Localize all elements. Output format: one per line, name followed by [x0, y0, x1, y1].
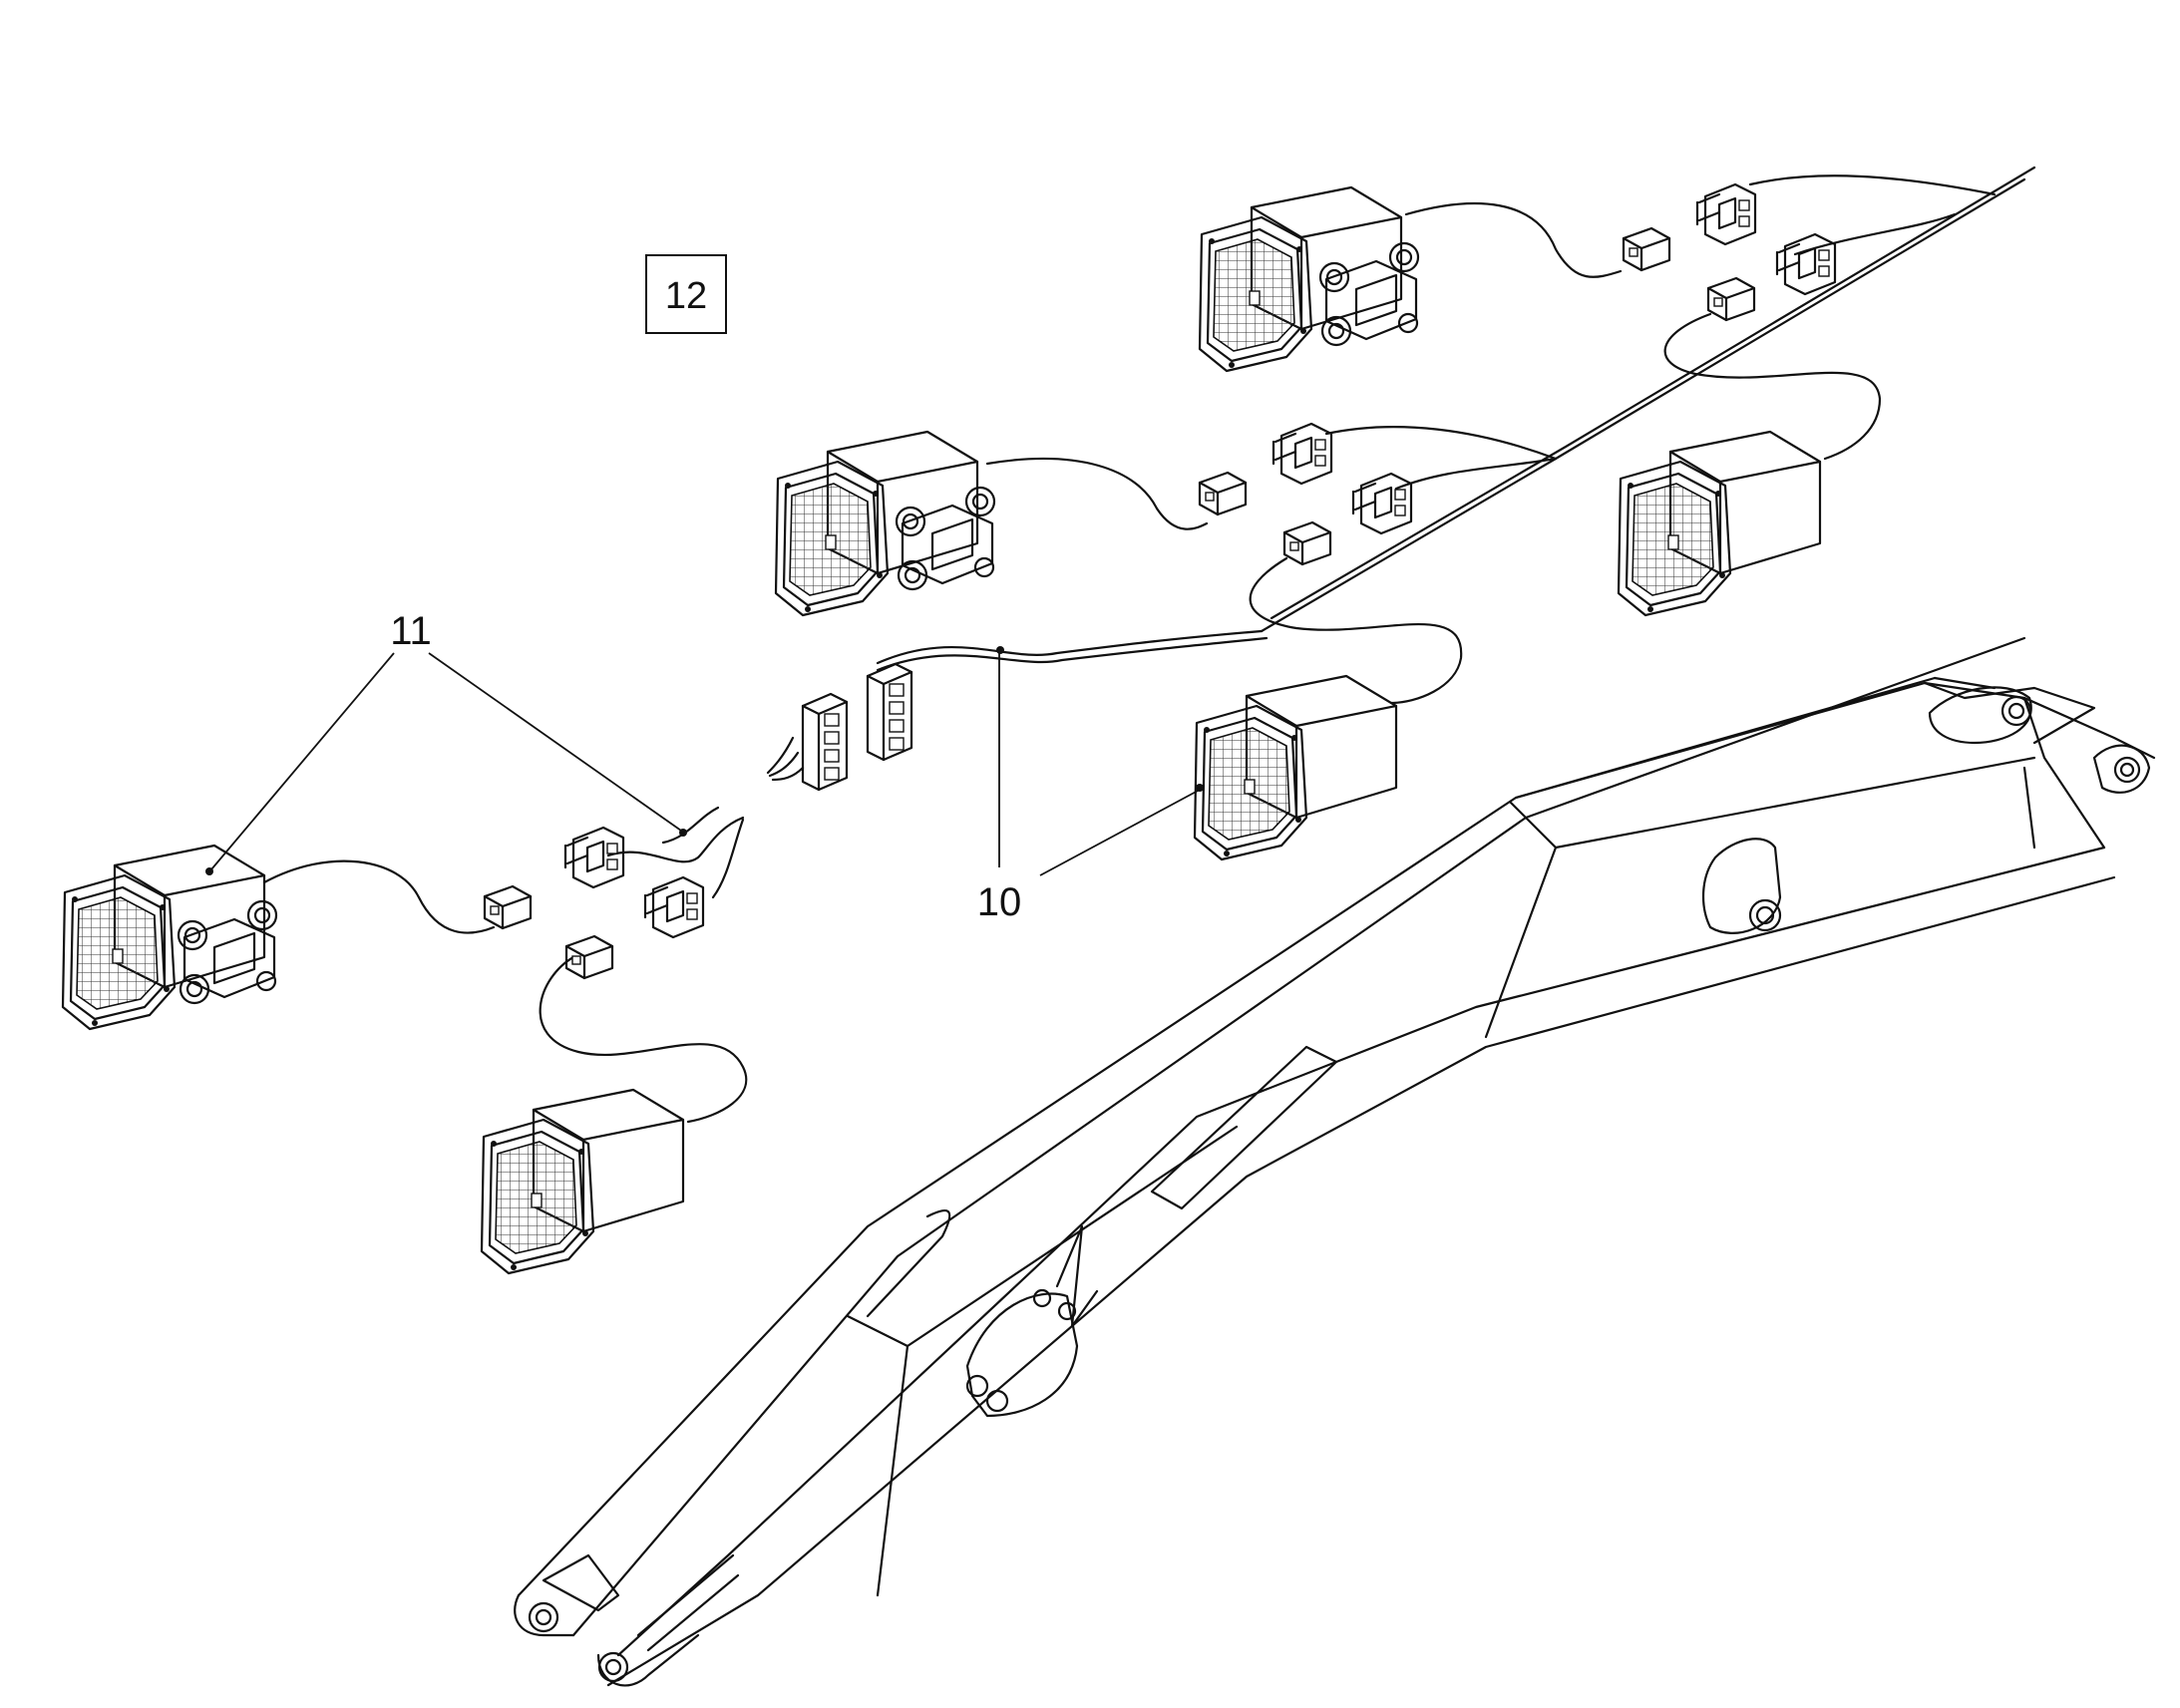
connector-2way — [1272, 422, 1333, 486]
junction-dot — [996, 646, 1004, 654]
work-lamp-11 — [61, 844, 278, 1031]
connectors — [483, 182, 1837, 980]
harness-wires — [262, 166, 2036, 1124]
connector-4pin — [801, 692, 849, 792]
connector-plug — [564, 934, 614, 980]
boom-arm — [514, 636, 2156, 1687]
work-lamp-right — [1617, 430, 1822, 617]
callout-10: 10 — [977, 880, 1022, 924]
work-lamp-top — [1198, 185, 1420, 373]
connector-plug — [1706, 276, 1756, 322]
connector-2way — [1695, 182, 1757, 246]
reference-box-label: 12 — [665, 275, 707, 317]
callout-11: 11 — [390, 609, 432, 653]
connector-2way — [1351, 472, 1413, 535]
junction-dot — [1196, 784, 1204, 792]
connector-plug — [483, 884, 533, 930]
leader-lines — [210, 652, 1201, 876]
connector-2way — [1775, 232, 1837, 296]
connector-2way — [563, 826, 625, 889]
connector-2way — [643, 875, 705, 939]
connector-plug — [1198, 471, 1248, 516]
connector-4pin — [866, 662, 913, 762]
reference-box-callout: 12 — [645, 254, 727, 334]
connector-plug — [1282, 520, 1332, 566]
connector-plug — [1622, 226, 1671, 272]
work-lamp-mid — [774, 430, 996, 617]
work-lamp-10 — [1193, 674, 1398, 861]
work-lamp-bottom — [480, 1088, 685, 1275]
